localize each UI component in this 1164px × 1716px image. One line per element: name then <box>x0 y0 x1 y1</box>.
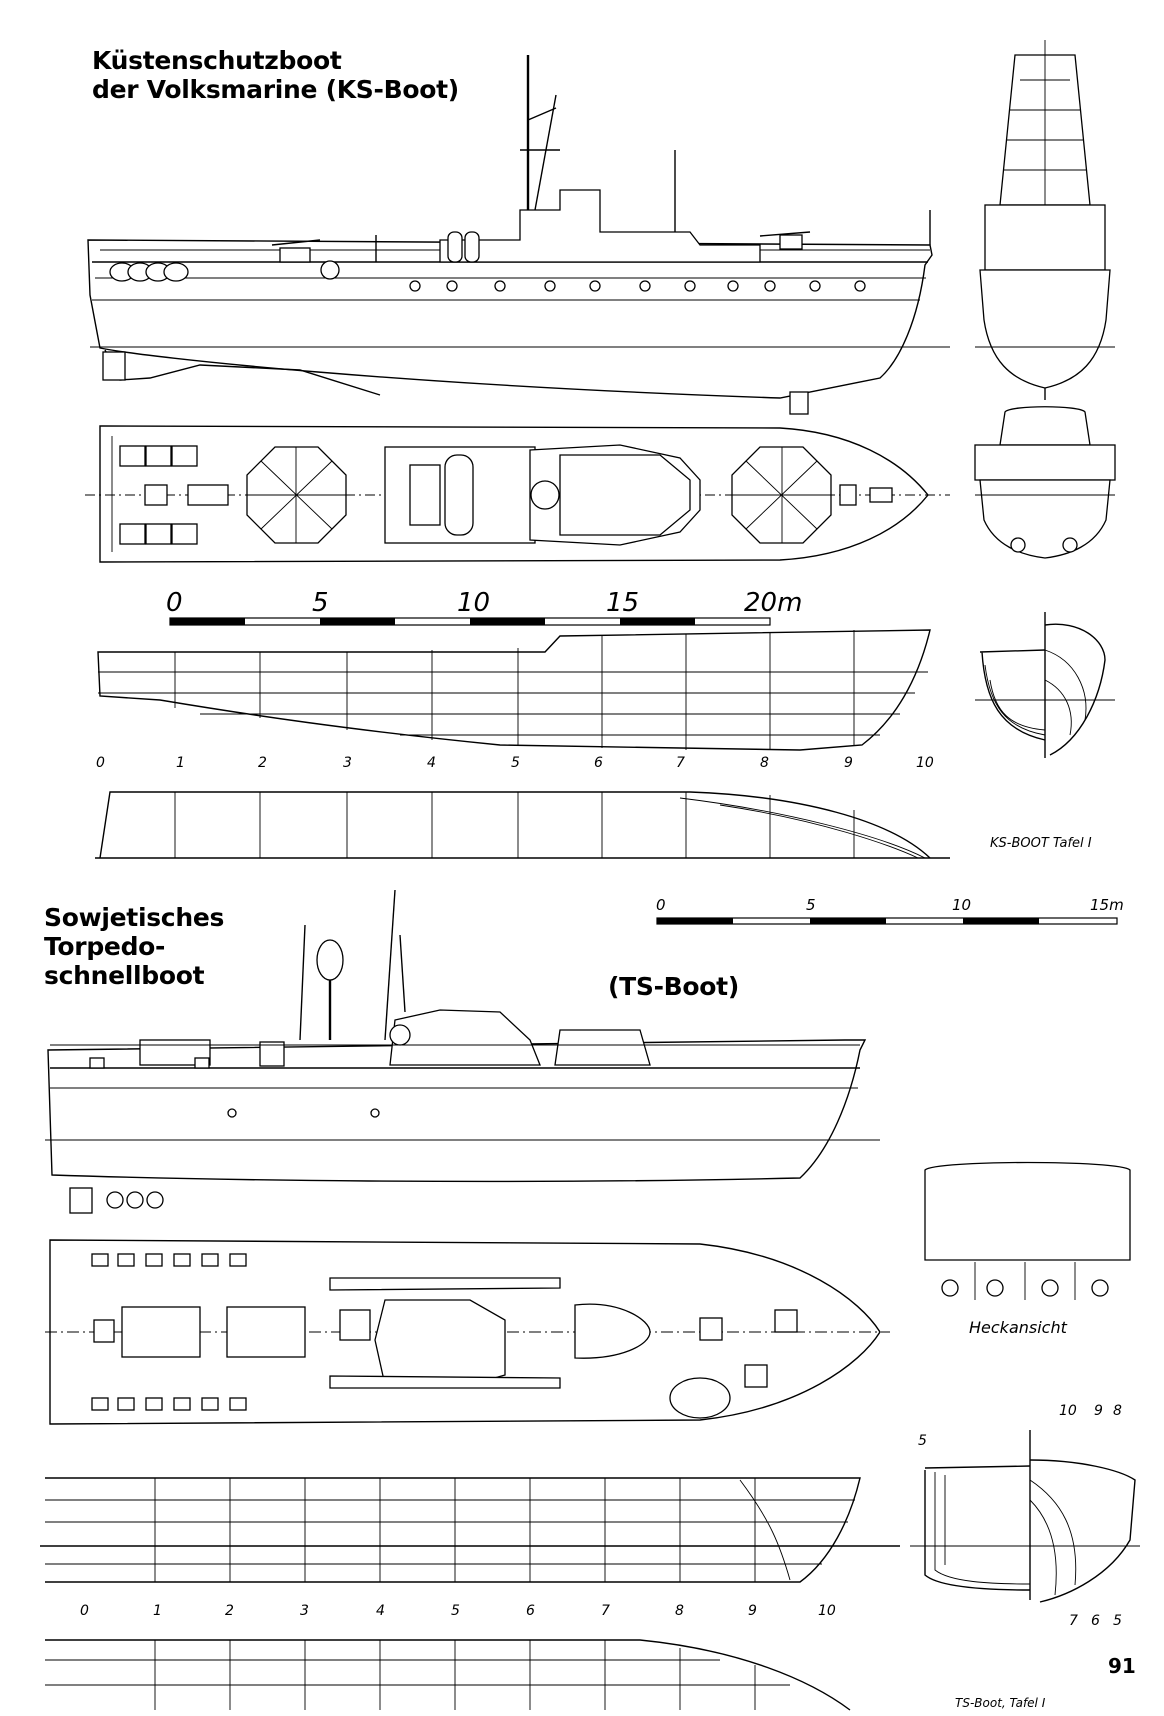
ts-station-6: 6 <box>526 1603 535 1619</box>
ts-stern-view-label: Heckansicht <box>969 1318 1067 1337</box>
ts-title-line2: Torpedo- <box>44 932 166 961</box>
ts-scale-bar <box>656 917 1118 925</box>
ks-station-7: 7 <box>676 755 685 771</box>
ks-lines-profile <box>97 629 931 751</box>
page-number: 91 <box>1108 1654 1136 1678</box>
ts-body-plan-top-8: 8 <box>1113 1403 1122 1419</box>
ks-station-3: 3 <box>343 755 352 771</box>
ks-station-1: 1 <box>176 755 185 771</box>
ts-body-plan-top-10: 10 <box>1059 1403 1077 1419</box>
ts-lines-profile <box>40 1477 900 1583</box>
ts-body-plan <box>910 1430 1140 1603</box>
ks-station-10: 10 <box>916 755 934 771</box>
ks-side-profile <box>87 55 950 415</box>
ts-station-2: 2 <box>225 1603 234 1619</box>
ts-subtitle: (TS-Boot) <box>608 972 739 1001</box>
ts-top-view <box>45 1239 890 1425</box>
ks-scale-bar <box>169 617 771 626</box>
ts-body-plan-top-9: 9 <box>1094 1403 1103 1419</box>
ks-station-8: 8 <box>760 755 769 771</box>
ks-front-view <box>975 40 1115 400</box>
ts-station-5: 5 <box>451 1603 460 1619</box>
ts-station-0: 0 <box>80 1603 89 1619</box>
ts-title: Sowjetisches Torpedo- schnellboot <box>44 903 224 990</box>
ts-station-4: 4 <box>376 1603 385 1619</box>
ks-title-line2: der Volksmarine (KS-Boot) <box>92 75 459 104</box>
ks-title-line1: Küstenschutzboot <box>92 46 342 75</box>
ts-body-plan-bottom-5: 5 <box>1113 1613 1122 1629</box>
ts-half-breadth <box>45 1639 851 1711</box>
ts-body-plan-bottom-6: 6 <box>1091 1613 1100 1629</box>
ts-station-9: 9 <box>748 1603 757 1619</box>
ts-body-plan-left-5: 5 <box>918 1433 927 1449</box>
ks-station-4: 4 <box>427 755 436 771</box>
ks-title: Küstenschutzboot der Volksmarine (KS-Boo… <box>92 46 459 104</box>
ts-side-profile <box>45 889 880 1214</box>
ks-station-5: 5 <box>511 755 520 771</box>
ks-half-breadth <box>95 791 950 859</box>
ks-station-0: 0 <box>96 755 105 771</box>
ts-scale-label-0: 0 <box>656 896 666 914</box>
ts-scale-label-10: 10 <box>952 896 972 914</box>
ks-station-2: 2 <box>258 755 267 771</box>
ks-scale-label-20m: 20m <box>744 588 803 618</box>
ts-title-line3: schnellboot <box>44 961 205 990</box>
ks-station-9: 9 <box>844 755 853 771</box>
ks-plate-caption: KS-BOOT Tafel I <box>990 836 1092 851</box>
ks-top-view <box>85 425 950 563</box>
ks-scale-label-0: 0 <box>166 588 183 618</box>
ts-station-7: 7 <box>601 1603 610 1619</box>
ts-station-1: 1 <box>153 1603 162 1619</box>
ts-station-3: 3 <box>300 1603 309 1619</box>
ts-plate-caption: TS-Boot, Tafel I <box>955 1696 1046 1710</box>
ks-body-plan <box>975 612 1115 758</box>
ts-station-8: 8 <box>675 1603 684 1619</box>
ks-stern-view <box>974 406 1116 559</box>
ts-stern-view <box>924 1161 1131 1300</box>
ks-scale-label-10: 10 <box>457 588 491 618</box>
ts-body-plan-bottom-7: 7 <box>1069 1613 1078 1629</box>
ks-station-6: 6 <box>594 755 603 771</box>
ts-station-10: 10 <box>818 1603 836 1619</box>
ts-title-line1: Sowjetisches <box>44 903 225 932</box>
ts-scale-label-5: 5 <box>806 896 816 914</box>
ks-scale-label-5: 5 <box>312 588 329 618</box>
ts-scale-label-15m: 15m <box>1090 896 1124 914</box>
ks-scale-label-15: 15 <box>606 588 640 618</box>
